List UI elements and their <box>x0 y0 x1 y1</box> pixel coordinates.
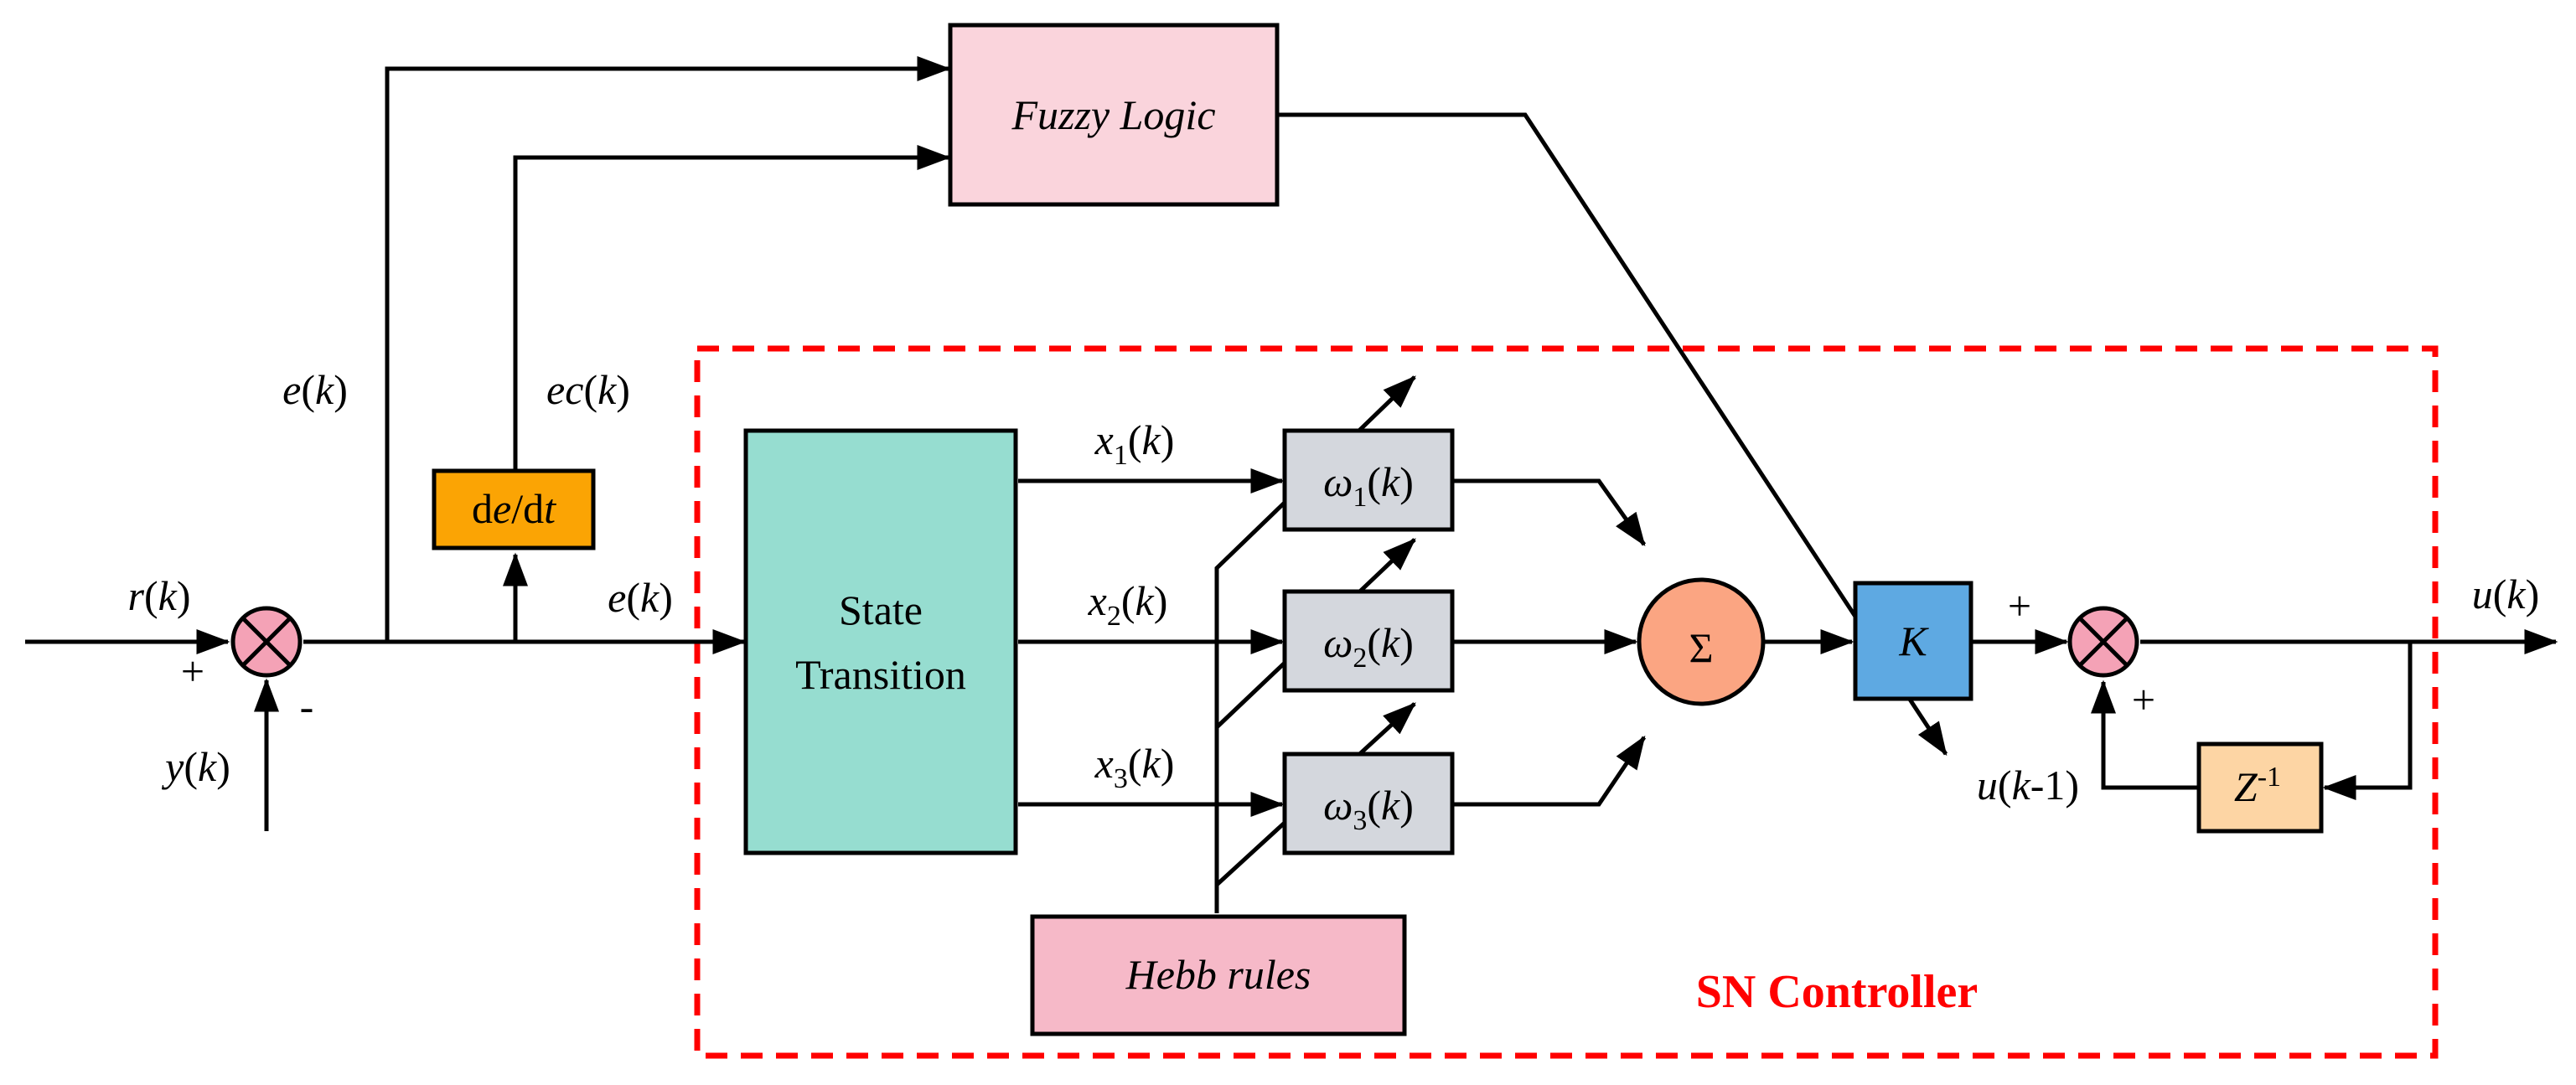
weight-box-2 <box>1282 589 1455 693</box>
weight-label-1: ω1(k) <box>1323 458 1414 513</box>
signal-e-top-label: e(k) <box>282 366 348 413</box>
input-comparator-cross-b <box>241 617 292 667</box>
sign-y-minus: - <box>300 683 314 730</box>
gain-label: K <box>1898 617 1929 664</box>
delay-box <box>2196 741 2324 834</box>
wires <box>25 56 2558 913</box>
weight-label-3: ω3(k) <box>1323 782 1414 836</box>
sn-controller-boundary <box>694 345 2439 1059</box>
state-x1-label: x1(k) <box>1094 416 1175 471</box>
fuzzy-logic-box <box>948 23 1280 207</box>
signal-e-mid-label: e(k) <box>608 574 673 621</box>
state-x2-label: x2(k) <box>1088 577 1168 632</box>
state-transition-box <box>743 428 1018 855</box>
hebb-rules-box <box>1030 914 1407 1036</box>
state-transition-label-line2: Transition <box>795 651 966 698</box>
derivative-label: de/dt <box>472 485 556 532</box>
sign-k-plus: + <box>2008 582 2031 629</box>
weight-block-2: ω2(k) <box>1282 589 1455 693</box>
signal-ec-label: ec(k) <box>546 366 630 413</box>
gain-box <box>1853 581 1973 701</box>
hebb-rules-label: Hebb rules <box>1125 951 1311 998</box>
derivative-block: de/dt <box>432 468 596 550</box>
input-comparator <box>230 606 303 678</box>
state-transition-block: State Transition <box>743 428 1018 855</box>
sn-controller-label: SN Controller <box>1696 966 1979 1018</box>
sign-r-plus: + <box>181 648 204 695</box>
weight-label-2: ω2(k) <box>1323 619 1414 674</box>
hebb-rules-block: Hebb rules <box>1030 914 1407 1036</box>
sign-feedback-plus: + <box>2132 676 2155 723</box>
gain-block: K <box>1853 581 1973 701</box>
summation-circle <box>1637 577 1766 706</box>
signal-u-prev-label: u(k-1) <box>1977 762 2079 809</box>
weight-box-3 <box>1282 752 1455 855</box>
signal-u-label: u(k) <box>2472 571 2540 617</box>
delay-block: Z-1 <box>2196 741 2324 834</box>
fuzzy-logic-block: Fuzzy Logic <box>948 23 1280 207</box>
weight-box-1 <box>1282 428 1455 532</box>
weight-block-1: ω1(k) <box>1282 428 1455 532</box>
summation-node: Σ <box>1637 577 1766 706</box>
summation-symbol: Σ <box>1689 624 1713 671</box>
delay-label: Z-1 <box>2234 762 2281 810</box>
derivative-box <box>432 468 596 550</box>
fuzzy-logic-label: Fuzzy Logic <box>1011 91 1215 138</box>
signal-y-label: y(k) <box>161 743 230 790</box>
output-junction-cross-b <box>2078 617 2129 667</box>
signal-r-label: r(k) <box>128 572 191 619</box>
state-x3-label: x3(k) <box>1094 740 1175 794</box>
output-junction <box>2067 606 2139 678</box>
state-transition-label-line1: State <box>839 586 923 633</box>
weight-block-3: ω3(k) <box>1282 752 1455 855</box>
